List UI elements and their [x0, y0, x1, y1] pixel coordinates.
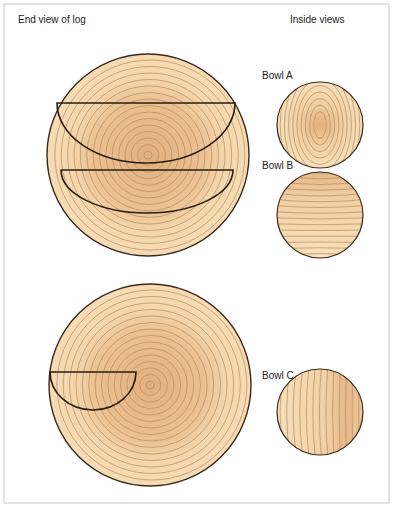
- grain-stroke: [63, 297, 240, 474]
- panel-heading: End view of log: [18, 14, 86, 26]
- grain-stroke: [326, 365, 328, 459]
- grain-stroke: [270, 211, 370, 213]
- grain-stroke: [314, 112, 326, 139]
- bowl-a-rim: [277, 82, 363, 168]
- grain-lines: [270, 168, 370, 261]
- grain-stroke: [293, 365, 297, 459]
- grain-stroke: [144, 151, 152, 159]
- grain-stroke: [345, 365, 347, 459]
- grain-stroke: [270, 254, 370, 255]
- grain-stroke: [76, 310, 227, 461]
- bowl-b-inside: [277, 172, 363, 258]
- grain-stroke: [131, 138, 165, 172]
- grain-stroke: [146, 381, 154, 389]
- log-outline: [49, 284, 251, 486]
- grain-stroke: [306, 365, 309, 459]
- grain-stroke: [89, 323, 214, 448]
- grain-stroke: [108, 342, 194, 428]
- grain-stroke: [82, 316, 220, 454]
- grain-stroke: [270, 230, 370, 232]
- log-outline: [47, 54, 249, 256]
- bowl-c-rim: [277, 369, 363, 455]
- grain-stroke: [114, 349, 187, 422]
- bowl-b-outline: [61, 170, 233, 213]
- grain-stroke: [297, 86, 343, 165]
- growth-rings: [57, 290, 247, 480]
- grain-stroke: [305, 99, 334, 152]
- grain-stroke: [270, 205, 370, 207]
- grain-stroke: [112, 119, 185, 192]
- bowl-b-rim: [277, 172, 363, 258]
- grain-stroke: [133, 368, 167, 402]
- grain-stroke: [61, 67, 238, 244]
- bowl-a-outline: [57, 103, 235, 163]
- grain-stroke: [57, 290, 247, 480]
- bowl-label: Bowl A: [262, 70, 293, 82]
- grain-stroke: [70, 303, 234, 467]
- panel-heading: Inside views: [290, 14, 344, 26]
- log-end-top: [47, 54, 249, 256]
- grain-stroke: [270, 247, 370, 249]
- grain-stroke: [319, 365, 321, 459]
- bowl-label: Bowl B: [262, 160, 293, 172]
- bowl-a-inside: [277, 82, 363, 168]
- grain-stroke: [268, 40, 373, 210]
- grain-stroke: [284, 66, 355, 184]
- grain-stroke: [74, 80, 225, 231]
- log-end-bottom: [49, 284, 251, 486]
- grain-stroke: [55, 60, 245, 250]
- grain-stroke: [270, 236, 370, 237]
- grain-stroke: [313, 365, 316, 459]
- grain-stroke: [125, 132, 172, 179]
- grain-stroke: [270, 259, 370, 261]
- grain-stroke: [270, 180, 370, 184]
- grain-stroke: [310, 105, 331, 145]
- page-frame: [4, 4, 389, 503]
- bowl-label: Bowl C: [262, 370, 294, 382]
- grain-stroke: [270, 218, 370, 219]
- growth-rings: [55, 60, 245, 250]
- grain-stroke: [352, 365, 353, 459]
- grain-stroke: [301, 92, 339, 158]
- grain-stroke: [270, 199, 370, 202]
- grain-stroke: [358, 365, 359, 459]
- grain-stroke: [101, 336, 200, 435]
- grain-stroke: [270, 223, 370, 225]
- bowl-c-outline: [50, 372, 136, 410]
- grain-stroke: [95, 329, 207, 441]
- grain-stroke: [293, 79, 347, 171]
- grain-stroke: [121, 355, 181, 415]
- grain-stroke: [270, 242, 370, 243]
- grain-stroke: [365, 365, 366, 459]
- grain-stroke: [106, 112, 192, 198]
- grain-stroke: [339, 365, 340, 459]
- grain-stroke: [333, 365, 335, 459]
- grain-stroke: [93, 99, 205, 211]
- grain-stroke: [300, 365, 303, 459]
- grain-stroke: [87, 93, 212, 218]
- grain-stroke: [270, 174, 370, 179]
- grain-stroke: [119, 125, 179, 185]
- grain-stroke: [270, 193, 370, 196]
- grain-stroke: [99, 106, 198, 205]
- grain-stroke: [140, 375, 161, 396]
